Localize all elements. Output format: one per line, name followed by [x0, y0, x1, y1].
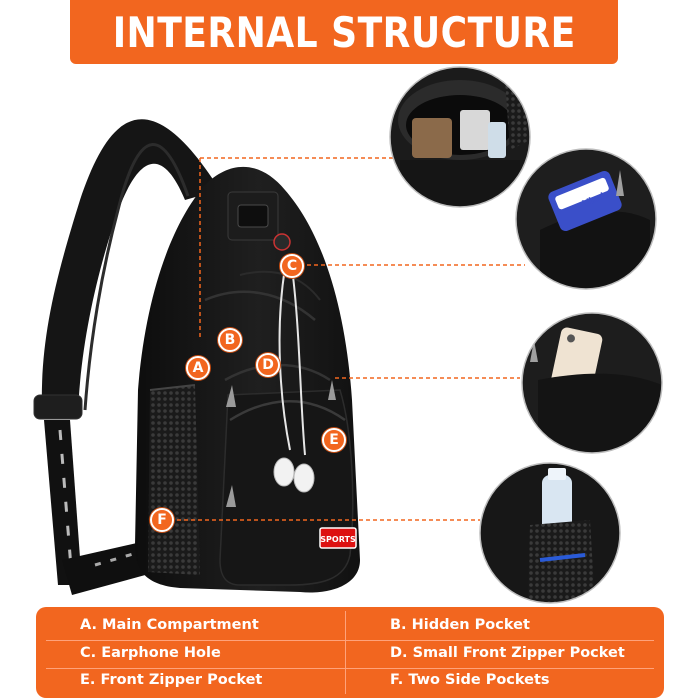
legend-panel: [36, 607, 664, 698]
legend-item-d: D. Small Front Zipper Pocket: [390, 645, 625, 661]
legend-item-c: C. Earphone Hole: [80, 645, 221, 661]
legend-item-e: E. Front Zipper Pocket: [80, 672, 263, 688]
side-pocket-detail: [479, 462, 621, 604]
legend-item-a: A. Main Compartment: [80, 617, 259, 633]
sling-bag: SPORTS: [135, 166, 360, 593]
bottle-icon: [488, 122, 506, 158]
header-banner: INTERNAL STRUCTURE: [70, 0, 618, 64]
side-mesh-pocket: [148, 385, 200, 575]
callout-b: B: [218, 328, 242, 352]
page-title: INTERNAL STRUCTURE: [112, 7, 576, 57]
brand-patch: [319, 527, 357, 549]
wallet-icon: [412, 118, 452, 158]
product-illustration: SPORTS: [33, 66, 663, 604]
hidden-pocket-detail: Vinda: [515, 148, 657, 290]
shoulder-strap: [33, 119, 220, 595]
callout-c: C: [280, 254, 304, 278]
main-compartment-detail: [389, 66, 531, 208]
legend-item-b: B. Hidden Pocket: [390, 617, 530, 633]
callout-e: E: [322, 428, 346, 452]
legend-item-f: F. Two Side Pockets: [390, 672, 550, 688]
legend-row-divider: [46, 668, 654, 669]
legend-divider: [345, 611, 346, 694]
callout-f: F: [150, 508, 174, 532]
callout-a: A: [186, 356, 210, 380]
legend-row-divider: [46, 640, 654, 641]
earphones-icon: [273, 267, 315, 493]
brand-patch-text: SPORTS: [320, 535, 356, 544]
small-pocket-detail: [521, 312, 663, 454]
callout-d: D: [256, 353, 280, 377]
